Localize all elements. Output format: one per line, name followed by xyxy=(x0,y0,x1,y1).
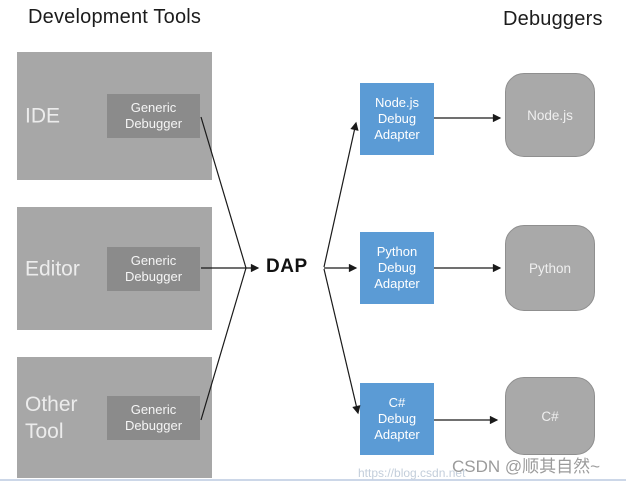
tool-box-editor: Editor Generic Debugger xyxy=(17,207,212,330)
generic-debugger-box-other-tool: Generic Debugger xyxy=(107,395,200,440)
generic-debugger-box-ide: Generic Debugger xyxy=(107,94,200,138)
bottom-divider-line xyxy=(0,479,626,481)
arrow-dap-to-nodejs-adapter xyxy=(323,121,359,268)
tool-label-other-tool: Other Tool xyxy=(25,392,78,443)
debugger-box-nodejs: Node.js xyxy=(505,73,595,157)
tool-label-ide: IDE xyxy=(25,104,61,128)
csdn-brand-watermark: CSDN @顺其自然~ xyxy=(452,457,601,476)
debugger-box-csharp: C# xyxy=(505,377,595,455)
tool-box-other-tool: Other Tool Generic Debugger xyxy=(17,357,212,478)
adapter-box-csharp: C# Debug Adapter xyxy=(360,383,434,455)
tool-box-ide: IDE Generic Debugger xyxy=(17,52,212,180)
debuggers-heading: Debuggers xyxy=(503,8,603,30)
tool-label-editor: Editor xyxy=(25,257,80,280)
adapter-box-nodejs: Node.js Debug Adapter xyxy=(360,83,434,155)
debugger-box-python: Python xyxy=(505,225,595,311)
dap-label: DAP xyxy=(266,256,308,277)
development-tools-heading: Development Tools xyxy=(28,6,202,28)
adapter-box-python: Python Debug Adapter xyxy=(360,232,434,304)
csdn-url-watermark: https://blog.csdn.net xyxy=(358,466,466,480)
generic-debugger-box-editor: Generic Debugger xyxy=(107,246,200,291)
arrow-dap-to-csharp-adapter xyxy=(323,268,361,415)
